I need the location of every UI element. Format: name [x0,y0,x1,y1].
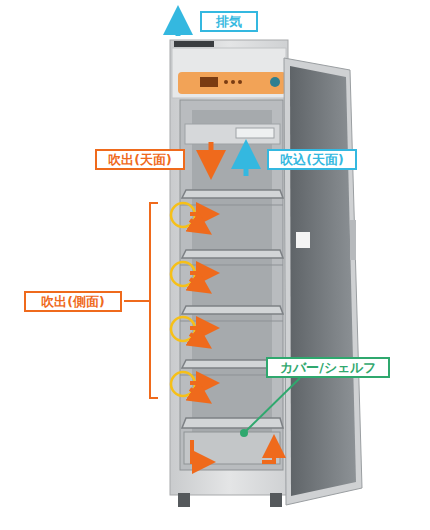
leader-line [244,378,300,433]
door-sticker [296,232,310,248]
leg [178,493,190,507]
display [200,77,218,87]
exhaust-arrow [176,20,181,36]
label-text: カバー/シェルフ [271,360,385,375]
fan-grille [236,128,274,138]
button [231,80,235,84]
interior-back [192,110,272,460]
label-box: カバー/シェルフ [266,357,390,378]
shelf-rails [180,205,283,375]
bottom-tray [184,432,280,464]
leg [270,493,282,507]
control-strip [178,72,286,94]
button [238,80,242,84]
fan-unit [185,124,280,144]
door-frame [284,58,362,505]
door-inner [290,66,356,496]
top-panel [172,48,286,98]
label-box: 吹出(側面) [24,291,122,312]
label-text: 排気 [205,14,253,29]
label-text: 吹出(天面) [100,152,180,167]
side-outlet-arrows [190,214,208,397]
label-box: 排気 [200,11,258,32]
logo-badge [270,77,280,87]
shelves [182,190,283,428]
bottom-flow-arrows [192,440,274,462]
bracket [124,203,158,398]
door-handle [350,220,356,260]
label-box: 吹込(天面) [267,149,357,170]
cabinet [170,40,288,495]
label-text: 吹出(側面) [29,294,117,309]
button [224,80,228,84]
outlet-circles [171,203,195,396]
inlet-arrow [244,154,249,176]
outlet-arrow [209,142,214,165]
brand-plate [174,41,214,47]
label-text: 吹込(天面) [272,152,352,167]
leader-dot [240,429,248,437]
label-box: 吹出(天面) [95,149,185,170]
